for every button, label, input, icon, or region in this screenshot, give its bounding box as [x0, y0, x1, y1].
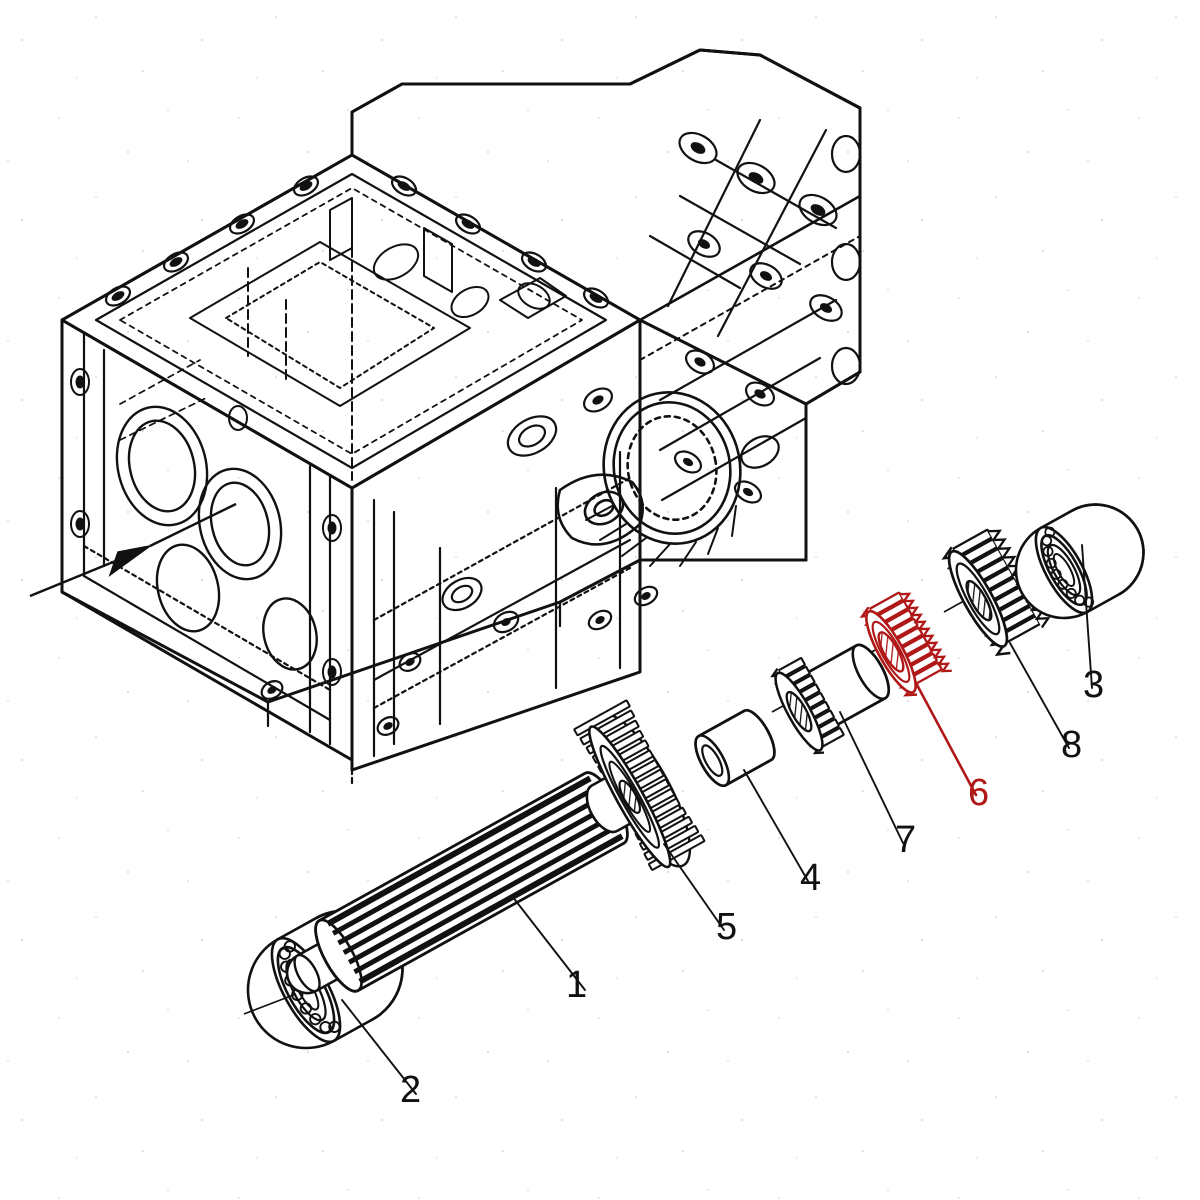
part-large-gear — [573, 699, 706, 871]
leader-line-5 — [663, 843, 725, 931]
callout-label-5[interactable]: 5 — [716, 906, 738, 948]
transmission-case — [60, 48, 862, 786]
callout-label-8[interactable]: 8 — [1061, 724, 1083, 766]
part-rear-bearing — [1014, 503, 1145, 620]
callout-label-6[interactable]: 6 — [968, 772, 990, 814]
callout-leaders — [341, 544, 1093, 1095]
leader-line-3 — [1081, 544, 1093, 689]
part-highlighted-gear[interactable] — [856, 587, 953, 702]
case-section-arrow — [29, 502, 237, 598]
callout-label-7[interactable]: 7 — [895, 819, 917, 861]
leader-line-7 — [839, 711, 904, 844]
part-hub-gear — [770, 643, 891, 755]
leader-line-8 — [1009, 642, 1070, 749]
leader-line-2 — [341, 999, 417, 1095]
callout-label-1[interactable]: 1 — [566, 964, 588, 1006]
callout-label-3[interactable]: 3 — [1083, 664, 1105, 706]
callout-label-2[interactable]: 2 — [400, 1069, 422, 1111]
leader-line-6 — [914, 681, 978, 797]
callout-label-4[interactable]: 4 — [800, 857, 822, 899]
leader-line-1 — [511, 895, 586, 991]
part-spacer-collar — [694, 708, 776, 788]
leader-line-4 — [743, 769, 809, 882]
